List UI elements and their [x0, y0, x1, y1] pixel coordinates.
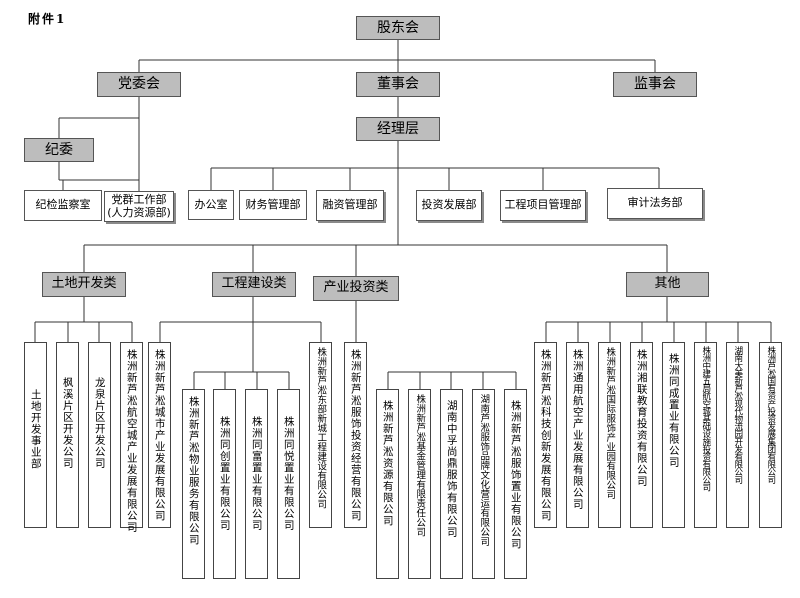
- dept-finance: 财务管理部: [239, 190, 307, 220]
- company-tech-innovation: 株洲新芦淞科技创新发展有限公司: [534, 342, 557, 528]
- company-xianglian-text: 株洲湘联教育投资有限公司: [635, 349, 648, 487]
- node-party-committee: 党委会: [97, 72, 181, 97]
- company-apparel-investment-text: 株洲新芦淞服饰投资经营有限公司: [349, 349, 362, 522]
- dept-financing: 融资管理部: [316, 190, 384, 221]
- company-tongyue-text: 株洲同悦置业有限公司: [282, 416, 295, 531]
- attachment-label: 附件1: [28, 12, 67, 26]
- dept-projects: 工程项目管理部: [500, 190, 586, 221]
- dept-party-work-line1: 党群工作部: [111, 192, 167, 206]
- company-general-aviation: 株洲通用航空产业发展有限公司: [566, 342, 589, 528]
- company-aviation-city: 株洲新芦淞航空城产业发展有限公司: [120, 342, 143, 533]
- company-cscec: 株洲中建五局航空城基础设施投资有限公司: [694, 342, 717, 528]
- company-apparel-park: 株洲新芦淞国际服饰产业园有限公司: [598, 342, 621, 528]
- company-tongcheng: 株洲同成置业有限公司: [662, 342, 685, 528]
- company-xianglian: 株洲湘联教育投资有限公司: [630, 342, 653, 528]
- dept-discipline-office: 纪检监察室: [24, 190, 102, 221]
- company-tongcheng-text: 株洲同成置业有限公司: [667, 353, 680, 468]
- company-tongfu-text: 株洲同富置业有限公司: [250, 416, 263, 531]
- company-brand-culture-text: 湖南芦淞服饰品牌文化营运有限公司: [478, 394, 490, 546]
- company-fengxi: 枫溪片区开发公司: [56, 342, 79, 528]
- category-other: 其他: [626, 272, 709, 297]
- company-state-capital-text: 株洲芦淞国有资产投资发展集团有限公司: [765, 346, 776, 483]
- category-land: 土地开发类: [42, 272, 126, 297]
- company-east-new-city: 株洲新芦淞东部新城工程建设有限公司: [309, 342, 332, 528]
- node-management: 经理层: [356, 117, 440, 141]
- company-fund-mgmt: 株洲新芦淞基金管理有限责任公司: [408, 389, 431, 579]
- company-fengxi-text: 枫溪片区开发公司: [61, 377, 74, 469]
- company-apparel-park-text: 株洲新芦淞国际服饰产业园有限公司: [604, 347, 616, 499]
- company-property-service-text: 株洲新芦淞物业服务有限公司: [187, 396, 200, 546]
- company-zhongzi: 湖南中孚尚鼎服饰有限公司: [440, 389, 463, 579]
- company-fund-mgmt-text: 株洲新芦淞基金管理有限责任公司: [414, 394, 426, 537]
- company-tongfu: 株洲同富置业有限公司: [245, 389, 268, 579]
- company-longquan: 龙泉片区开发公司: [88, 342, 111, 528]
- company-state-capital: 株洲芦淞国有资产投资发展集团有限公司: [759, 342, 782, 528]
- dept-audit: 审计法务部: [607, 188, 703, 219]
- company-resources: 株洲新芦淞资源有限公司: [376, 389, 399, 579]
- dept-party-work: 党群工作部 (人力资源部): [104, 191, 174, 222]
- company-land-dept: 土地开发事业部: [24, 342, 47, 528]
- company-apparel-property-text: 株洲新芦淞服饰置业有限公司: [509, 400, 522, 550]
- company-cscec-text: 株洲中建五局航空城基础设施投资有限公司: [700, 346, 711, 491]
- company-land-dept-text: 土地开发事业部: [29, 389, 42, 470]
- dept-office: 办公室: [188, 190, 234, 220]
- company-tongchuang-text: 株洲同创置业有限公司: [218, 416, 231, 531]
- company-tech-innovation-text: 株洲新芦淞科技创新发展有限公司: [539, 349, 552, 522]
- company-apparel-property: 株洲新芦淞服饰置业有限公司: [504, 389, 527, 579]
- company-general-aviation-text: 株洲通用航空产业发展有限公司: [571, 349, 584, 510]
- company-urban-industry-text: 株洲新芦淞城市产业发展有限公司: [153, 349, 166, 522]
- company-brand-culture: 湖南芦淞服饰品牌文化营运有限公司: [472, 389, 495, 579]
- company-apparel-investment: 株洲新芦淞服饰投资经营有限公司: [344, 342, 367, 528]
- node-board: 董事会: [356, 72, 440, 97]
- company-tongyue: 株洲同悦置业有限公司: [277, 389, 300, 579]
- company-daxing-text: 湖南大美新芦淞现代物流园开发有限公司: [732, 346, 743, 483]
- company-property-service: 株洲新芦淞物业服务有限公司: [182, 389, 205, 579]
- node-discipline: 纪委: [24, 138, 94, 162]
- category-engineering: 工程建设类: [212, 272, 296, 297]
- company-longquan-text: 龙泉片区开发公司: [93, 377, 106, 469]
- dept-investment: 投资发展部: [416, 190, 482, 221]
- node-supervisory: 监事会: [613, 72, 697, 97]
- company-daxing: 湖南大美新芦淞现代物流园开发有限公司: [726, 342, 749, 528]
- company-resources-text: 株洲新芦淞资源有限公司: [381, 400, 394, 527]
- dept-party-work-line2: (人力资源部): [107, 205, 171, 219]
- company-tongchuang: 株洲同创置业有限公司: [213, 389, 236, 579]
- category-industry: 产业投资类: [313, 276, 399, 301]
- company-east-new-city-text: 株洲新芦淞东部新城工程建设有限公司: [315, 347, 327, 509]
- company-aviation-city-text: 株洲新芦淞航空城产业发展有限公司: [125, 349, 138, 533]
- company-urban-industry: 株洲新芦淞城市产业发展有限公司: [148, 342, 171, 528]
- node-shareholders: 股东会: [356, 16, 440, 40]
- company-zhongzi-text: 湖南中孚尚鼎服饰有限公司: [445, 400, 458, 538]
